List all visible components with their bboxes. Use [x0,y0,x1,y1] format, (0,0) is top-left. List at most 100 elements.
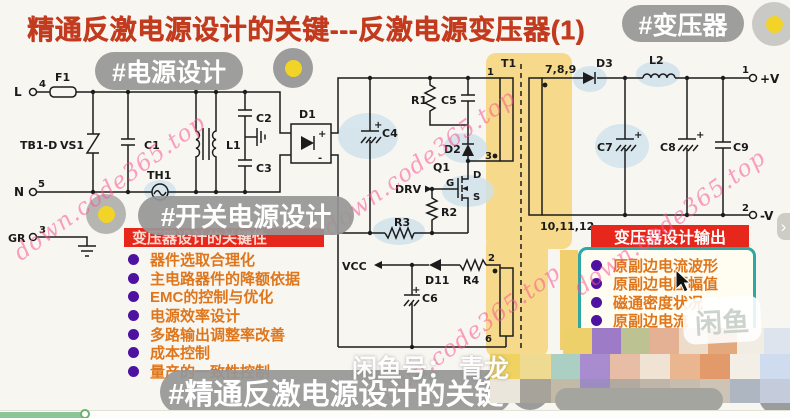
hashtag-switching-power-design[interactable]: #开关电源设计 [138,196,354,235]
label-vs1: VS1 [60,139,84,152]
hashtag-mastering-flyback[interactable]: #精通反激电源设计的关键 [160,370,512,414]
list-item: 原副边电压幅值 [581,275,753,294]
mouse-cursor-icon [675,269,692,293]
panel-yellow-edge [560,250,578,350]
list-item-label: 主电路器件的降额依据 [150,270,301,288]
label-out-pin1: 1 [742,65,749,76]
list-item-label: 成本控制 [150,345,211,363]
page-title: 精通反激电源设计的关键---反激电源变压器(1) [27,15,585,45]
label-aux-pin2: 2 [488,253,495,264]
hashtag-transformer[interactable]: #变压器 [622,5,744,42]
mosaic-cell [670,354,700,379]
label-gate: G [446,178,454,189]
bullet-icon [128,309,139,321]
label-n-terminal: N [14,185,24,199]
mosaic-cell [764,328,790,354]
yellow-marker-dot [752,2,790,46]
mosaic-cell [621,328,650,354]
list-item-label: 多路输出调整率改善 [150,326,286,344]
label-r2: R2 [441,206,457,219]
next-chevron-icon[interactable]: › [777,213,790,240]
label-source: S [473,192,480,203]
label-c9: C9 [733,141,749,154]
list-item: 多路输出调整率改善 [128,325,368,344]
label-th1: TH1 [147,169,171,182]
list-item-label: 原副边电流 [613,313,689,331]
yellow-marker-dot [86,194,126,234]
label-c6: C6 [422,292,438,305]
xianyu-logo: 闲鱼 [681,294,763,346]
label-sec-top-pins: 7,8,9 [545,63,576,76]
mosaic-cell [520,379,551,403]
mosaic-cell [760,354,790,379]
mosaic-cell [730,379,760,403]
label-bridge-plus: + [318,129,326,140]
bullet-icon [128,365,139,377]
list-item-label: 器件选取合理化 [150,251,256,269]
list-item-label: 磁通密度状况 [613,294,704,312]
label-l2: L2 [649,54,664,67]
label-c4-plus: + [374,120,382,131]
label-c5: C5 [441,94,457,107]
video-progress-bar[interactable] [0,409,790,418]
list-item: 磁通密度状况 [581,293,753,312]
label-pri-pin1: 1 [487,67,494,78]
list-item-label: 原副边电流波形 [613,257,719,275]
label-r3: R3 [394,216,410,229]
hashtag-power-design[interactable]: #电源设计 [95,52,243,90]
list-item-label: 电源效率设计 [150,307,241,325]
list-item: 主电路器件的降额依据 [128,269,368,288]
right-panel-header: 变压器设计输出 [591,225,749,247]
label-pin4: 4 [39,79,46,90]
list-item-label: 原副边电压幅值 [613,276,719,294]
label-r4: R4 [463,274,479,287]
hidden-pill-shape [555,388,723,412]
label-c7: C7 [597,141,613,154]
label-gr-terminal: GR [8,232,26,245]
label-pin3-gr: 3 [39,225,46,236]
bullet-icon [591,296,602,308]
list-item: 成本控制 [128,343,368,362]
mosaic-cell [640,354,670,379]
label-out-pos: +V [760,72,780,86]
label-pin5: 5 [38,179,45,190]
mosaic-cell [520,354,551,379]
mosaic-cell [563,328,592,354]
label-f1: F1 [55,71,70,84]
progress-handle[interactable] [80,409,90,418]
label-c8-plus: + [696,130,704,141]
list-item: 原副边电流波形 [581,256,753,275]
left-key-points-list: 器件选取合理化 主电路器件的降额依据 EMC的控制与优化 电源效率设计 多路输出… [128,250,368,381]
list-item: 原副边电流 [581,312,753,331]
list-item: 器件选取合理化 [128,250,368,269]
label-l1: L1 [226,139,241,152]
label-drain: D [473,170,481,181]
mosaic-cell [580,354,610,379]
label-out-pin2: 2 [742,203,749,214]
label-l-terminal: L [14,85,22,99]
label-c6-plus: + [412,285,420,296]
label-sec-bottom-pins: 10,11,12 [540,220,594,233]
bullet-icon [128,272,139,284]
bullet-icon [591,259,602,271]
bullet-icon [128,328,139,340]
label-d1: D1 [299,108,316,121]
label-drv: DRV [395,183,422,196]
seller-watermark: 闲鱼号： 青龙 [352,355,509,383]
mosaic-cell [650,328,679,354]
label-tb1d: TB1-D [20,139,57,152]
mosaic-cell [730,354,760,379]
mosaic-cell [551,354,580,379]
label-c3: C3 [256,162,272,175]
label-t1: T1 [501,57,516,70]
bullet-icon [128,253,139,265]
mosaic-cell [610,354,640,379]
label-c8: C8 [660,141,676,154]
mosaic-cell [700,354,730,379]
bullet-icon [591,315,602,327]
label-out-neg: -V [760,209,774,223]
label-bridge-minus: - [318,153,322,164]
label-d3: D3 [596,57,613,70]
bullet-icon [128,347,139,359]
